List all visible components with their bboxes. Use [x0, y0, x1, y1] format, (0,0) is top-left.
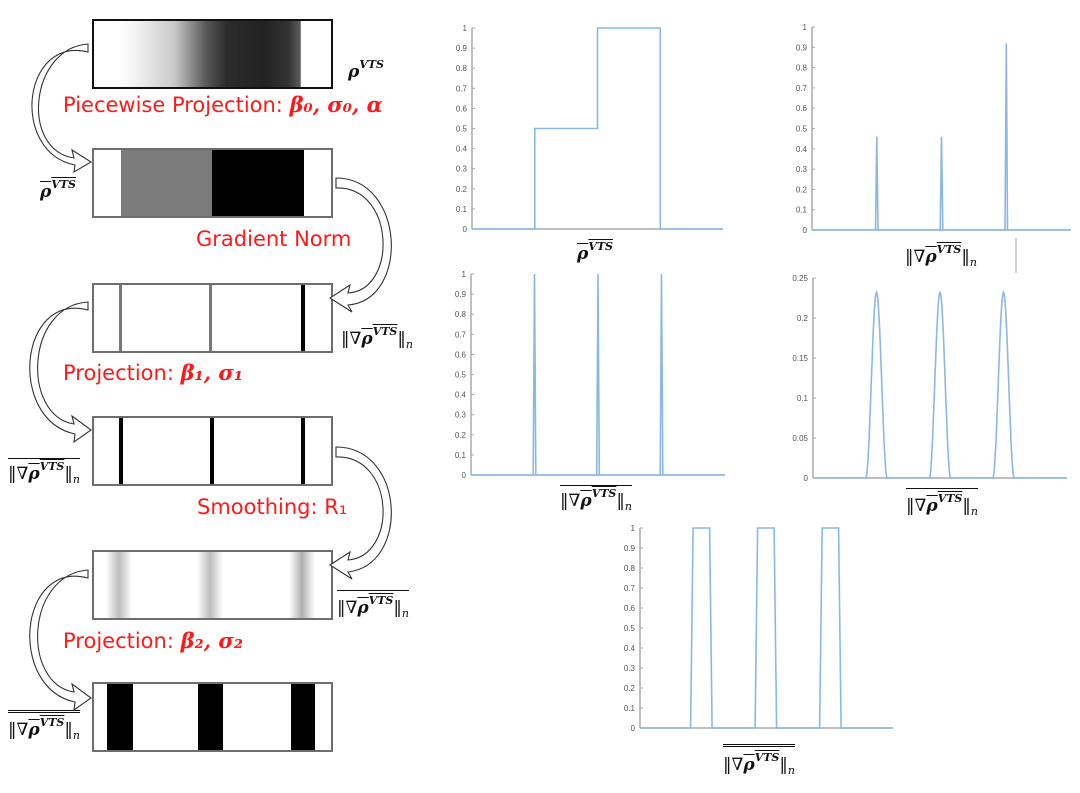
chart4-ytick-label: 0.05 — [792, 434, 808, 443]
chart5-ytick-label: 0.2 — [624, 684, 636, 693]
arrow-left-1 — [31, 43, 93, 174]
label-grad-norm-projected: ‖∇ρVTS‖n — [8, 458, 80, 486]
chart2-ytick-label: 0 — [803, 226, 808, 235]
chart5-ytick-label: 0.3 — [624, 664, 636, 673]
chart2-ytick-label: 0.5 — [796, 125, 808, 134]
step-piecewise-projection: Piecewise Projection: β₀, σ₀, α — [63, 92, 383, 117]
chart4-ytick-label: 0.15 — [792, 354, 808, 363]
chart1-ytick-label: 0.7 — [456, 84, 468, 93]
label-grad-norm-final: ‖∇ρVTS‖n — [8, 710, 80, 742]
chart2-ytick-label: 0.2 — [796, 185, 808, 194]
chart3-ytick-label: 0.3 — [455, 411, 467, 420]
step-gradient-norm: Gradient Norm — [196, 227, 352, 251]
chart5-ytick-label: 0.5 — [624, 624, 636, 633]
arrow-left-2 — [29, 301, 92, 444]
chart5-ytick-label: 1 — [631, 524, 636, 533]
chart1-ytick-label: 0.4 — [456, 145, 468, 154]
chart4-xlabel: ‖∇ρVTS‖n — [906, 488, 978, 518]
chart3-ytick-label: 0.4 — [455, 391, 467, 400]
chart5-ytick-label: 0.6 — [624, 604, 636, 613]
chart1-ytick-label: 0.6 — [456, 104, 468, 113]
chart1-ytick-label: 0.3 — [456, 165, 468, 174]
chart2-ytick-label: 0.6 — [796, 104, 808, 113]
label-grad-norm-smoothed: ‖∇ρVTS‖n — [337, 590, 409, 620]
arrow-right-1 — [328, 177, 392, 313]
density-strip-final — [92, 682, 333, 752]
step-projection-1: Projection: β₁, σ₁ — [63, 360, 244, 385]
chart2-ytick-label: 0.3 — [796, 165, 808, 174]
chart1-ytick-label: 0.5 — [456, 125, 468, 134]
chart2-xlabel: ‖∇ρVTS‖n — [905, 243, 977, 269]
chart3-ytick-label: 0.5 — [455, 371, 467, 380]
step-projection-2: Projection: β₂, σ₂ — [63, 628, 244, 653]
chart3-ytick-label: 0.1 — [455, 451, 467, 460]
chart4-ytick-label: 0.2 — [797, 314, 809, 323]
chart3-xlabel: ‖∇ρVTS‖n — [560, 485, 632, 513]
chart3-ytick-label: 1 — [462, 270, 467, 279]
chart3-ytick-label: 0.6 — [455, 350, 467, 359]
chart1-xlabel: ρVTS — [577, 240, 613, 264]
chart5-ytick-label: 0.4 — [624, 644, 636, 653]
chart4-ytick-label: 0 — [804, 474, 809, 483]
chart5-ytick-label: 0.1 — [624, 704, 636, 713]
chart3-series-line — [471, 273, 725, 476]
chart3-ytick-label: 0.7 — [455, 330, 467, 339]
chart1-ytick-label: 0.8 — [456, 64, 468, 73]
chart3-ytick-label: 0.8 — [455, 310, 467, 319]
chart5-ytick-label: 0 — [631, 724, 636, 733]
chart2-ytick-label: 0.1 — [796, 206, 808, 215]
artifact-divider — [1015, 238, 1017, 273]
chart5-xlabel: ‖∇ρVTS‖n — [723, 744, 795, 777]
chart5-ytick-label: 0.9 — [624, 544, 636, 553]
arrow-left-3 — [29, 569, 92, 712]
chart1-series-line — [472, 27, 723, 230]
chart1-ytick-label: 1 — [463, 24, 468, 33]
flow-arrows — [29, 43, 392, 712]
chart3-ytick-label: 0.2 — [455, 431, 467, 440]
chart1-ytick-label: 0.2 — [456, 185, 468, 194]
chart2-ytick-label: 1 — [803, 23, 808, 32]
density-strip-smoothed — [92, 550, 333, 620]
chart2-ytick-label: 0.7 — [796, 84, 808, 93]
chart2-ytick-label: 0.8 — [796, 64, 808, 73]
chart1-ytick-label: 0 — [463, 225, 468, 234]
label-grad-norm: ‖∇ρVTS‖n — [341, 325, 413, 351]
chart3-ytick-label: 0 — [462, 471, 467, 480]
step-smoothing: Smoothing: R₁ — [197, 495, 348, 519]
density-strip-gradient-projected — [92, 416, 333, 486]
chart4-ytick-label: 0.25 — [792, 274, 808, 283]
density-strip-raw — [92, 19, 333, 89]
chart5-ytick-label: 0.7 — [624, 584, 636, 593]
chart4-series-line — [813, 290, 1067, 479]
label-rho-bar: ρVTS — [40, 178, 76, 202]
chart2-series-line — [812, 43, 1071, 231]
chart4-ytick-label: 0.1 — [797, 394, 809, 403]
chart5-series-line — [640, 527, 893, 729]
density-strip-gradient — [92, 283, 333, 353]
chart5-ytick-label: 0.8 — [624, 564, 636, 573]
chart2-ytick-label: 0.4 — [796, 145, 808, 154]
label-rho-vts: ρVTS — [348, 58, 384, 82]
chart1-ytick-label: 0.1 — [456, 205, 468, 214]
chart3-ytick-label: 0.9 — [455, 290, 467, 299]
chart2-ytick-label: 0.9 — [796, 43, 808, 52]
arrow-right-2 — [328, 446, 392, 580]
chart1-ytick-label: 0.9 — [456, 44, 468, 53]
density-strip-projected — [92, 148, 333, 218]
